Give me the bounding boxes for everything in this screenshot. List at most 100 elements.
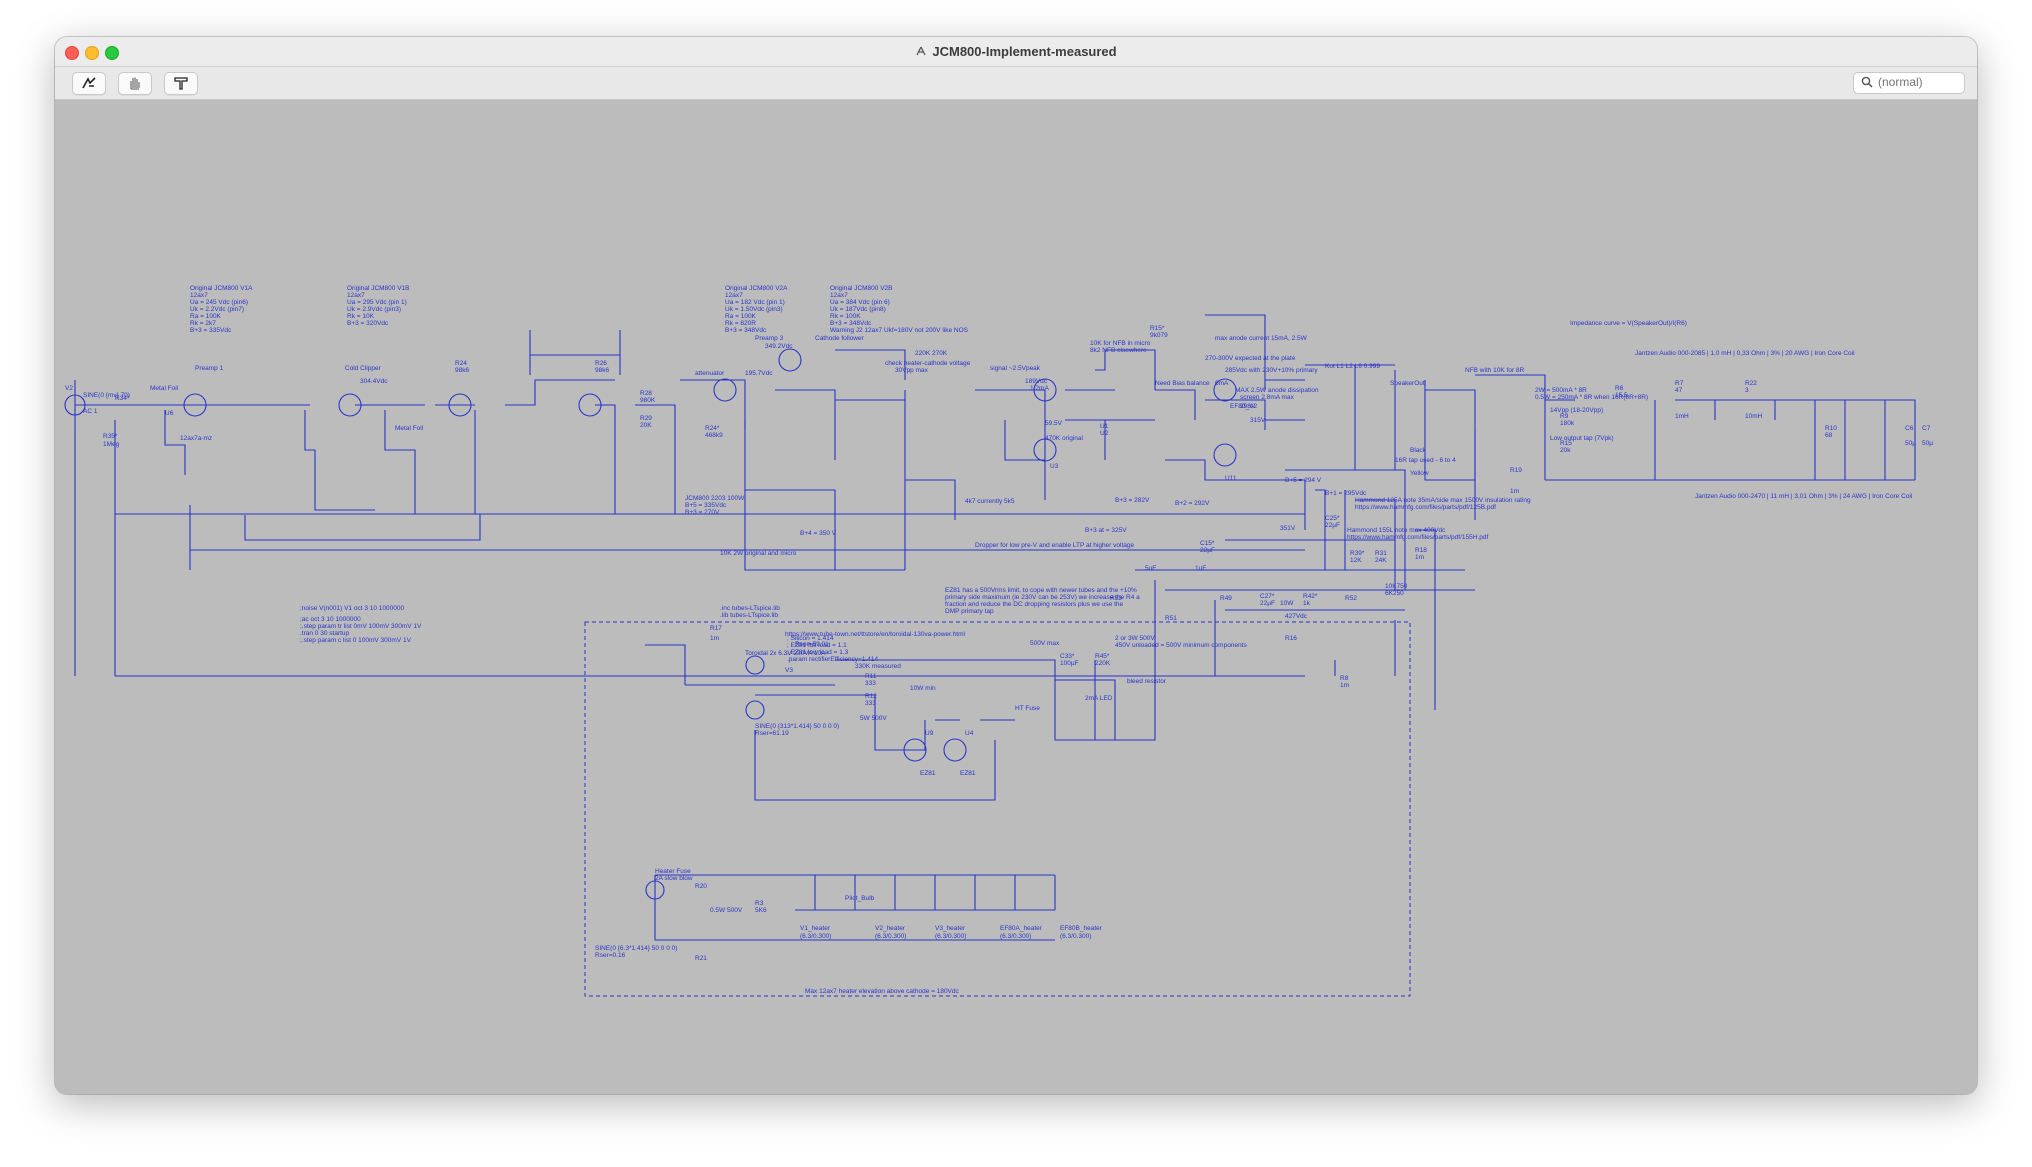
label-ez81-note1: EZ81 has a 500Vrms limit, to cope with n… [945, 587, 1137, 594]
run-button[interactable] [72, 72, 106, 95]
label-v195: 195.7Vdc [745, 370, 773, 377]
label-dropper: Dropper for low pre-V and enable LTP at … [975, 542, 1134, 549]
schematic-file-icon [916, 46, 926, 56]
label-c27v: 22µF [1260, 600, 1275, 607]
label-v1a-7: B+3 = 335Vdc [190, 327, 232, 334]
label-param-rect: .param rectifierEfficiency=1.414 [787, 656, 878, 663]
label-w05: 0.5W 500V [710, 907, 743, 914]
label-v1-heater: V1_heater [800, 925, 831, 932]
label-r-4w: 2 or 3W 500V [1115, 635, 1155, 642]
label-v500: 500V max [1030, 640, 1060, 647]
label-jcm800-2203: JCM800 2203 100W [685, 495, 745, 502]
label-r24v: 98k6 [455, 367, 469, 374]
label-yellow: Yellow [1410, 470, 1429, 477]
label-v2b-5: Rk = 100K [830, 313, 861, 320]
label-r11: R11 [865, 673, 877, 680]
label-sine-v4: SINE(0 {313*1.414} 50 0 0 0) [755, 723, 839, 730]
label-ac1: AC 1 [83, 408, 98, 415]
label-step2: ;.step param c list 0 100mV 300mV 1V [300, 637, 412, 644]
label-rser: Rser=59.01 [795, 641, 829, 648]
schematic-canvas[interactable]: V2 SINE(0 {mv} 70) AC 1 R34* Metal Foil … [55, 100, 1977, 1094]
label-r31: R31 [1375, 550, 1387, 557]
hand-icon [130, 77, 140, 90]
label-1-2ma: 1.2mA [1030, 385, 1049, 392]
label-r39: R39* [1350, 550, 1365, 557]
label-r5-3: 6K250 [1385, 590, 1404, 597]
label-v2b-2: 12ax7 [830, 292, 848, 299]
label-v2a-1: Original JCM800 V2A [725, 285, 788, 292]
label-v349: 349.2Vdc [765, 343, 793, 350]
label-led: 2mA LED [1085, 695, 1113, 702]
label-r330: 330K measured [855, 663, 901, 670]
label-r24: R24 [455, 360, 467, 367]
label-r470k: 470K original [1045, 435, 1083, 442]
label-ez81a: ; EZ81 full load = 1.1 [787, 642, 847, 649]
label-u11: U11 [1225, 475, 1237, 482]
label-c15: C15* [1200, 540, 1215, 547]
label-v3: V3 [785, 667, 793, 674]
label-v1a-4: Uk = 2.2Vdc (pin7) [190, 306, 244, 313]
label-v2b-3: Ua = 384 Vdc (pin 6) [830, 299, 890, 306]
label-max25: MAX 2.5W anode dissipation [1235, 387, 1319, 394]
label-slow-blow: 2A slow blow [655, 875, 693, 882]
label-v2b-1: Original JCM800 V2B [830, 285, 893, 292]
label-r34: R34* [115, 395, 130, 402]
label-r17v: 1m [710, 635, 719, 642]
label-h63-a: (6.3/0.300) [800, 933, 831, 940]
label-v270: 270-300V expected at the plate [1205, 355, 1296, 362]
label-v427: 427Vdc [1285, 613, 1308, 620]
label-r12v: 333 [865, 700, 876, 707]
label-screen: screen 2.8mA max [1240, 394, 1295, 401]
label-nfb: 10K for NFB in micro [1090, 340, 1151, 347]
label-kot: Kot L1 L2 L6 0.999 [1325, 363, 1380, 370]
label-r15sv: 9k079 [1150, 332, 1168, 339]
label-h63-c: (6.3/0.300) [935, 933, 966, 940]
settings-button[interactable] [164, 72, 198, 95]
label-r52: R52 [1345, 595, 1357, 602]
label-v1b-4: Uk = 2.9Vdc (pin3) [347, 306, 401, 313]
tube-symbols [64, 348, 1237, 900]
label-r11v: 333 [865, 680, 876, 687]
label-v2b-4: Uk = 187Vdc (pin8) [830, 306, 886, 313]
search-icon [1861, 76, 1873, 88]
label-r29v: 20K [640, 422, 652, 429]
zoom-button[interactable] [105, 46, 119, 60]
minimize-button[interactable] [85, 46, 99, 60]
label-signal: signal ~2.5Vpeak [990, 365, 1041, 372]
label-max-heater: Max 12ax7 heater elevation above cathode… [805, 988, 960, 995]
label-u1: U1 [1100, 423, 1109, 430]
label-r35v: 1Meg [103, 441, 120, 448]
label-v285: 285Vdc with 230V+10% primary [1225, 367, 1318, 374]
label-r22: R22 [1745, 380, 1757, 387]
schematic-labels: V2 SINE(0 {mv} 70) AC 1 R34* Metal Foil … [65, 285, 1933, 995]
label-r12: R12 [865, 693, 877, 700]
close-button[interactable] [65, 46, 79, 60]
label-r20: R20 [695, 883, 707, 890]
label-r18: R18 [1415, 547, 1427, 554]
label-v1a-1: Original JCM800 V1A [190, 285, 253, 292]
halt-button[interactable] [118, 72, 152, 95]
label-pilot: Pilot_Bulb [845, 895, 875, 902]
label-r3v: 5K6 [755, 907, 767, 914]
label-rser2: Rser=61.19 [755, 730, 789, 737]
label-cathode-follower: Cathode follower [815, 335, 865, 342]
label-r21: R21 [695, 955, 707, 962]
label-r6v: 15.5 [1615, 392, 1628, 399]
label-jantzen1: Jantzen Audio 000-2085 | 1,0 mH | 0,33 O… [1635, 350, 1855, 357]
label-v3-heater: V3_heater [935, 925, 966, 932]
label-metal-foil: Metal Foil [150, 385, 179, 392]
title-bar: JCM800-Implement-measured [55, 37, 1977, 67]
label-r15s: R15* [1150, 325, 1165, 332]
label-c25v: 22µF [1325, 522, 1340, 529]
label-u9: U9 [925, 730, 934, 737]
schematic-drawing[interactable]: V2 SINE(0 {mv} 70) AC 1 R34* Metal Foil … [55, 100, 1977, 1094]
toolbar [55, 67, 1977, 100]
label-ez81b: ; EZ81 low load = 1.3 [787, 649, 849, 656]
label-w10: 10W min [910, 685, 936, 692]
label-v2: V2 [65, 385, 73, 392]
search-input[interactable] [1878, 74, 1958, 90]
label-uf1: 1uF [1195, 565, 1206, 572]
search-box[interactable] [1853, 72, 1965, 94]
label-w-tap: 2W = 500mA * 8R [1535, 387, 1587, 394]
label-v2-heater: V2_heater [875, 925, 906, 932]
